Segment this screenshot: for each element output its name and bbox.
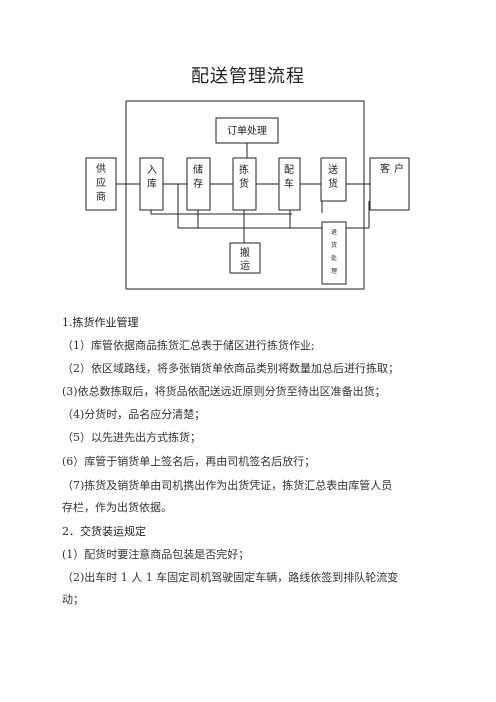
storage-label-1: 储 — [193, 163, 203, 176]
supplier-label-2: 应 — [96, 176, 106, 189]
flowchart: 订单处理 供 应 商 入 库 — [0, 0, 496, 300]
vehicle-allocation-label-1: 配 — [284, 164, 294, 176]
picking-label-2: 货 — [239, 177, 249, 190]
supplier-label-1: 供 — [96, 162, 106, 175]
page-title: 配送管理流程 — [191, 66, 305, 87]
order-processing-box — [215, 117, 279, 144]
delivery-label-2: 货 — [328, 177, 338, 190]
vehicle-allocation-label-2: 车 — [284, 177, 294, 190]
supplier-box — [85, 157, 117, 211]
paragraph-9-line-1: （2)出车时 1 人 1 车固定司机驾驶固定车辆，路线依签到排队轮流变 — [62, 571, 399, 584]
order-processing-label: 订单处理 — [227, 125, 267, 137]
handling-label-2: 运 — [240, 260, 250, 272]
returns-label-2: 货 — [331, 241, 337, 249]
paragraph-3: (3)依总数拣取后，将货品依配送远近原则分货至待出区准备出货； — [62, 385, 386, 398]
customer-label-2: 户 — [394, 162, 404, 175]
storage-label-2: 存 — [193, 177, 203, 190]
paragraph-6: (6）库管于销货单上签名后，再由司机签名后放行； — [62, 455, 316, 468]
inbound-box — [139, 157, 164, 211]
picking-box — [232, 157, 257, 211]
returns-label-1: 退 — [331, 228, 337, 236]
paragraph-2: （2）依区域路线，将多张销货单依商品类别将数量加总后进行拣取； — [62, 362, 399, 375]
outer-frame — [125, 100, 365, 290]
handling-label-1: 搬 — [240, 246, 250, 259]
section-1-heading: 1.拣货作业管理 — [62, 316, 139, 329]
returns-processing-box — [321, 221, 347, 285]
inbound-label-2: 库 — [147, 177, 157, 190]
paragraph-7-line-1: （7)拣货及销货单由司机携出作为出货凭证，拣货汇总表由库管人员 — [62, 479, 393, 492]
paragraph-4: （4)分货时，品名应分清楚； — [62, 408, 206, 421]
handling-box — [229, 242, 261, 274]
vehicle-allocation-box — [278, 157, 301, 211]
paragraph-1: （1）库管依据商品拣货汇总表于储区进行拣货作业; — [62, 339, 315, 352]
delivery-label-1: 送 — [328, 163, 338, 176]
paragraph-8: (1）配货时要注意商品包装是否完好； — [62, 548, 250, 561]
customer-box — [369, 157, 410, 211]
customer-label-1: 客 — [380, 162, 390, 175]
paragraph-5: （5）以先进先出方式拣货； — [62, 431, 201, 444]
supplier-label-3: 商 — [96, 190, 106, 203]
delivery-box — [320, 157, 347, 202]
picking-label-1: 拣 — [239, 163, 249, 176]
storage-box — [186, 157, 211, 211]
section-2-heading: 2．交货装运规定 — [62, 525, 146, 538]
returns-label-4: 理 — [331, 268, 337, 275]
flowchart-svg: 订单处理 供 应 商 入 库 — [85, 100, 410, 290]
paragraph-9-line-2: 动； — [62, 593, 84, 606]
inbound-label-1: 入 — [147, 165, 157, 176]
paragraph-7-line-2: 存栏，作为出货依据。 — [62, 501, 172, 514]
returns-label-3: 处 — [331, 254, 337, 262]
